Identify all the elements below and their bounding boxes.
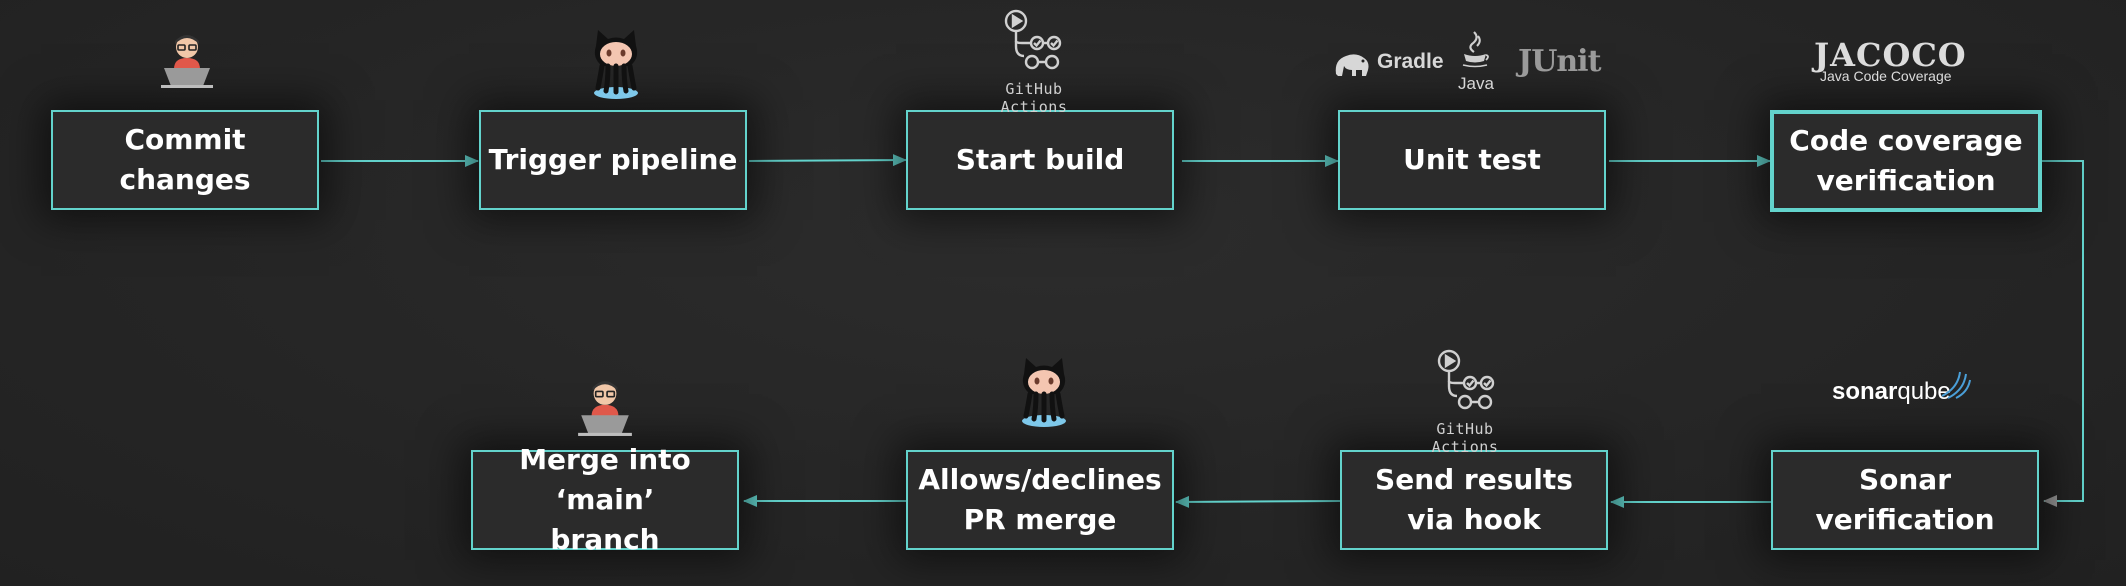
step-send-label: Send results via hook <box>1375 463 1573 536</box>
step-code-coverage: Code coverage verification <box>1770 110 2042 212</box>
arrow-trigger-build <box>748 154 907 167</box>
arrow-coverage-sonar <box>2042 160 2084 507</box>
step-start-build: Start build <box>906 110 1174 210</box>
github-actions-label-bottom: GitHub Actions <box>1431 420 1499 456</box>
sonar-waves-icon <box>1941 371 1971 399</box>
step-sonar-verification: Sonar verification <box>1771 450 2039 550</box>
octocat-icon <box>1022 358 1066 427</box>
step-send-results: Send results via hook <box>1340 450 1608 550</box>
sonarqube-logo-sonar: sonar <box>1832 378 1898 405</box>
step-sonar-label: Sonar verification <box>1815 463 1995 536</box>
step-test-label: Unit test <box>1403 143 1541 176</box>
step-commit-changes: Commit changes <box>51 110 319 210</box>
step-allows-label: Allows/declines PR merge <box>918 463 1162 536</box>
jacoco-logo: JACOCO <box>1814 36 1967 74</box>
junit-logo: JUnit <box>1518 44 1601 79</box>
github-actions-icon <box>1437 349 1495 410</box>
github-actions-label-top: GitHub Actions <box>1000 80 1068 116</box>
step-merge-label: Merge into ‘main’ branch <box>519 443 691 556</box>
step-commit-label: Commit changes <box>119 123 251 196</box>
jacoco-subtitle: Java Code Coverage <box>1820 68 1952 84</box>
octocat-icon <box>594 30 638 99</box>
step-coverage-label: Code coverage verification <box>1789 124 2023 197</box>
step-merge-main: Merge into ‘main’ branch <box>471 443 739 556</box>
developer-laptop-icon <box>161 35 213 88</box>
gradle-logo: Gradle <box>1377 50 1444 73</box>
developer-laptop-icon <box>578 381 632 436</box>
sonarqube-logo-qube: qube <box>1897 378 1951 405</box>
arrow-send-allows <box>1175 495 1341 508</box>
step-build-label: Start build <box>955 143 1125 176</box>
gradle-elephant-icon <box>1335 54 1369 76</box>
java-logo: Java <box>1458 74 1494 93</box>
step-trigger-label: Trigger pipeline <box>488 143 738 176</box>
step-allows-declines: Allows/declines PR merge <box>906 450 1174 550</box>
step-trigger-pipeline: Trigger pipeline <box>479 110 747 210</box>
sonarqube-logo: sonarqube <box>1832 378 1951 406</box>
step-unit-test: Unit test <box>1338 110 1606 210</box>
java-cup-icon <box>1462 31 1489 68</box>
github-actions-icon <box>1004 9 1062 70</box>
